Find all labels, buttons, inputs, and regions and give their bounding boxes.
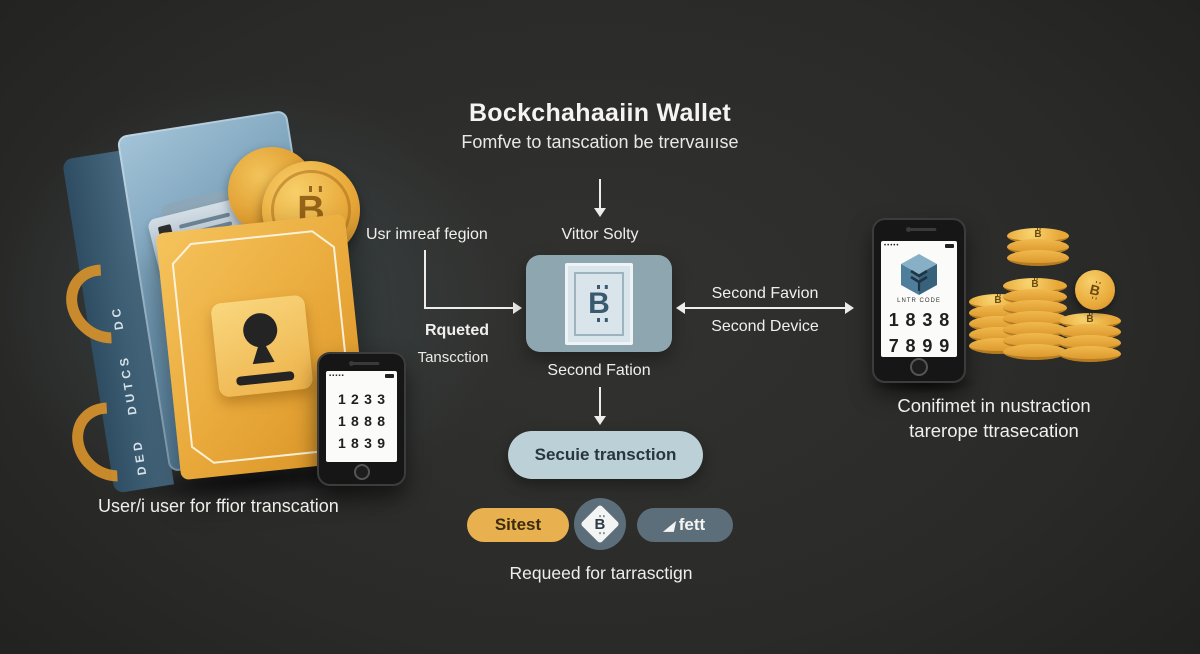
bitcoin-symbol-icon: B bbox=[588, 284, 610, 323]
wallet-node: B bbox=[526, 255, 672, 352]
diamond-icon: B bbox=[580, 504, 620, 544]
blockchain-cube-icon bbox=[901, 254, 937, 295]
page-title: Bockchahaaiin Wallet bbox=[468, 99, 732, 127]
confirmation-caption: Conifimet in nustraction tarerope ttrase… bbox=[858, 393, 1130, 443]
elbow-arrow-horizontal-icon bbox=[424, 302, 522, 314]
screen-caption: LNTR CODE bbox=[897, 298, 941, 304]
bitcoin-symbol-icon: B bbox=[1088, 281, 1102, 299]
arrow-down-icon bbox=[594, 179, 606, 217]
coin-stacks: B B B B B bbox=[963, 220, 1128, 362]
right-link-label-top: Second Favion bbox=[711, 285, 819, 302]
bitcoin-symbol-icon: B bbox=[1034, 228, 1042, 241]
sitest-button[interactable]: Sitest bbox=[467, 508, 569, 542]
top-node-label: Vittor Solty bbox=[561, 226, 639, 243]
pin-row: 1233 bbox=[337, 391, 391, 407]
bitcoin-symbol-icon: B bbox=[1031, 278, 1039, 291]
wallet-caption: User/i user for ffior transcation bbox=[98, 496, 339, 516]
confirmation-caption-line2: tarerope ttrasecation bbox=[909, 420, 1079, 441]
phone-status-bar: ▪▪▪▪▪ bbox=[326, 371, 397, 379]
coin-stack: B bbox=[1007, 228, 1069, 266]
keyhole-plate bbox=[210, 294, 314, 398]
secure-transaction-button[interactable]: Secuie transction bbox=[508, 431, 703, 479]
home-button bbox=[353, 464, 370, 480]
request-caption-line2: Tanscction bbox=[417, 349, 489, 366]
request-caption-line1: Rqueted bbox=[425, 322, 489, 339]
code-row: 7899 bbox=[888, 336, 957, 356]
phone-speaker bbox=[350, 362, 379, 365]
phone-speaker bbox=[908, 228, 937, 231]
page-subtitle: Fomfve to tanscation be trervaıııse bbox=[461, 132, 739, 152]
tilted-coin: B bbox=[1070, 265, 1120, 315]
flag-triangle-icon: ◢ bbox=[663, 517, 677, 533]
home-button bbox=[910, 358, 928, 376]
pin-phone: ▪▪▪▪▪ 1233 1888 1839 bbox=[317, 352, 406, 486]
left-source-label: Usr imreaf fegion bbox=[366, 226, 488, 243]
pin-row: 1839 bbox=[337, 435, 391, 451]
phone-camera bbox=[906, 227, 911, 232]
fett-button[interactable]: ◢ fett bbox=[637, 508, 733, 542]
footer-caption: Requeed for tarrasctign bbox=[509, 563, 693, 583]
fett-button-label: fett bbox=[678, 515, 706, 534]
keyhole-bar bbox=[235, 370, 295, 386]
confirmation-caption-line1: Conifimet in nustraction bbox=[897, 395, 1091, 416]
status-text: ▪▪▪▪▪ bbox=[329, 373, 345, 379]
bitcoin-symbol-icon: B bbox=[994, 294, 1002, 307]
node-frame-inner: B bbox=[574, 271, 624, 336]
phone-camera bbox=[348, 361, 354, 366]
coin-stack: B bbox=[1059, 313, 1121, 362]
arrow-down-icon bbox=[594, 387, 606, 425]
double-arrow-icon bbox=[676, 302, 854, 314]
phone-status-bar: ••••• bbox=[881, 241, 957, 249]
right-link-label-bottom: Second Device bbox=[711, 318, 819, 335]
battery-icon bbox=[945, 244, 954, 248]
confirmation-phone: ••••• LNTR CODE 1838 7899 bbox=[872, 218, 966, 383]
battery-icon bbox=[385, 374, 394, 378]
center-node-label: Second Fation bbox=[547, 362, 651, 379]
bitcoin-symbol-icon: B bbox=[1086, 313, 1094, 326]
confirmation-phone-screen: ••••• LNTR CODE 1838 7899 bbox=[881, 241, 957, 357]
node-frame: B bbox=[565, 262, 633, 345]
wallet-illustration: DED DUTCS DC B bbox=[50, 105, 440, 511]
bitcoin-symbol-icon: B bbox=[594, 515, 606, 533]
bitcoin-badge: B bbox=[574, 498, 626, 550]
keyhole-icon bbox=[250, 336, 275, 365]
coin-stack: B bbox=[1003, 278, 1067, 360]
pin-row: 1888 bbox=[337, 413, 391, 429]
pin-phone-screen: ▪▪▪▪▪ 1233 1888 1839 bbox=[326, 371, 397, 462]
elbow-arrow-vertical bbox=[424, 250, 426, 308]
status-text: ••••• bbox=[884, 243, 900, 249]
code-row: 1838 bbox=[888, 310, 957, 330]
